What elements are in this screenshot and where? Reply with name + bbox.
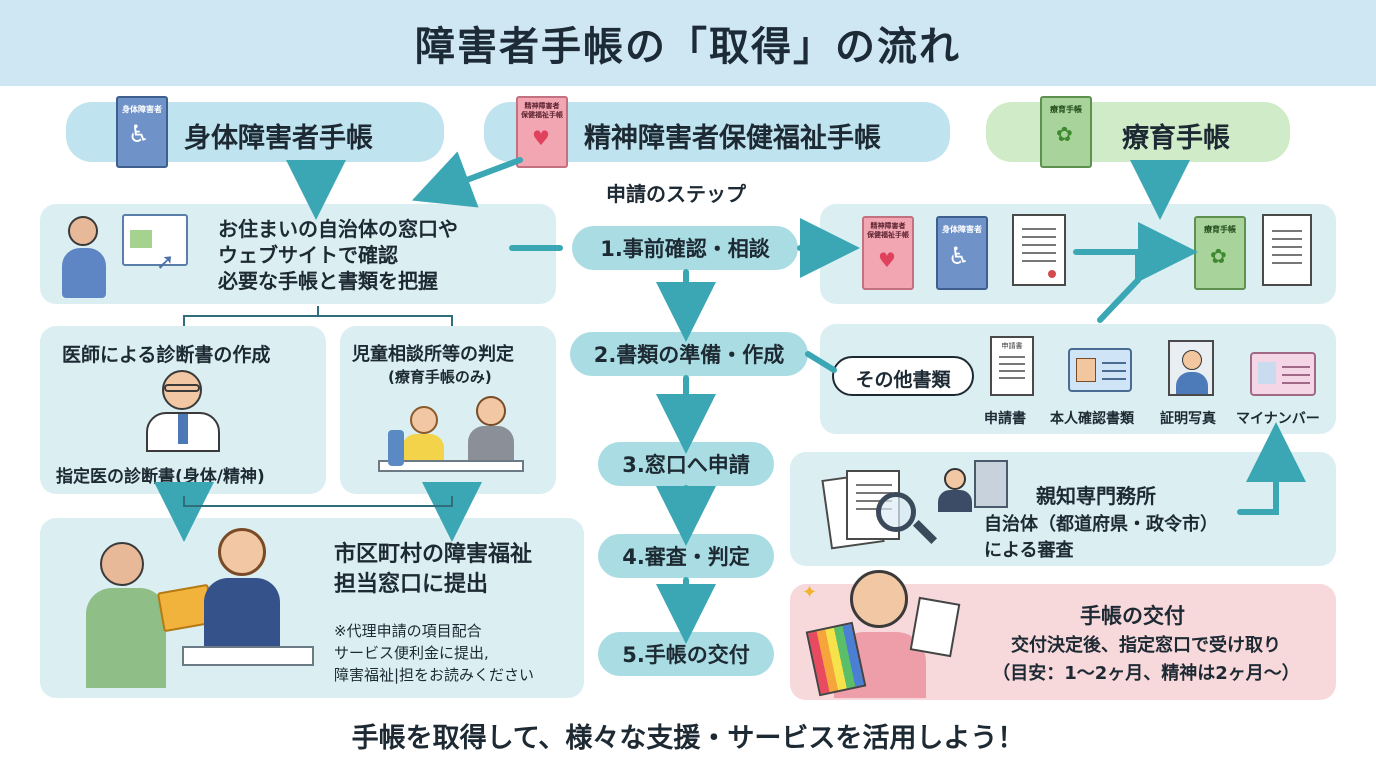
- person-computer-illustration: ➚: [60, 210, 196, 302]
- counseling-illustration: [368, 388, 534, 478]
- header-band: [0, 0, 1376, 86]
- document-icon: [1012, 214, 1066, 286]
- mental-card-mini-label: 精神障害者 保健福祉手帳: [521, 102, 563, 119]
- happy-person-illustration: ✦: [800, 566, 970, 700]
- monitor-icon: [122, 214, 188, 266]
- step-1: 1.事前確認・相談: [572, 226, 798, 270]
- submit-note-1: ※代理申請の項目配合: [334, 622, 482, 640]
- cursor-icon: ➚: [156, 250, 175, 275]
- physical-card-mini-label: 身体障害者: [122, 105, 162, 114]
- bracket-doctor-child-to-submit: [183, 496, 453, 507]
- check-text: お住まいの自治体の窓口や ウェブサイトで確認 必要な手帳と書類を把握: [218, 216, 458, 294]
- heart-icon: ♥: [878, 248, 896, 272]
- page-title: 障害者手帳の「取得」の流れ: [415, 24, 961, 70]
- submit-title: 市区町村の障害福祉 担当窓口に提出: [334, 540, 532, 600]
- bracket-check-to-doctor-child: [183, 315, 453, 326]
- check-line-2: ウェブサイトで確認: [218, 243, 398, 267]
- submit-title-line-2: 担当窓口に提出: [334, 572, 489, 597]
- ryoiku-card-label: 療育手帳: [1122, 123, 1230, 154]
- office-illustration: [936, 458, 1012, 514]
- businessman-icon: [944, 468, 966, 490]
- wheelchair-icon: ♿: [128, 120, 150, 148]
- step-4: 4.審査・判定: [598, 534, 774, 578]
- issue-text: 交付決定後、指定窓口で受け取り （目安：1〜2ヶ月、精神は2ヶ月〜）: [968, 632, 1324, 688]
- physical-card-label: 身体障害者手帳: [184, 123, 373, 154]
- submit-notes: ※代理申請の項目配合 サービス便利金に提出, 障害福祉|担をお読みください: [334, 620, 534, 686]
- magnifier-icon: [876, 492, 916, 532]
- submit-note-3: 障害福祉|担をお読みください: [334, 666, 535, 684]
- arrow-review-to-other-docs: [1237, 422, 1306, 515]
- arrow-mental-to-check: [411, 151, 523, 208]
- step-3: 3.窓口へ申請: [598, 442, 774, 486]
- document-icon-2: [1262, 214, 1312, 286]
- photo-icon: [1168, 340, 1214, 396]
- footer-message: 手帳を取得して、様々な支援・サービスを活用しよう！: [351, 723, 1025, 754]
- id-card-icon: [1068, 348, 1132, 392]
- review-line-1: 自治体（都道府県・政令市）: [984, 514, 1218, 535]
- people-icon: ✿: [1056, 122, 1073, 146]
- check-line-3: 必要な手帳と書類を把握: [218, 269, 438, 293]
- issue-line-2: （目安：1〜2ヶ月、精神は2ヶ月〜）: [992, 663, 1300, 684]
- arrow-other-docs-up: [1097, 249, 1141, 323]
- ryoiku-card-icon: 療育手帳 ✿: [1040, 96, 1092, 168]
- other-doc-photo: 証明写真: [1160, 411, 1216, 427]
- heart-icon: ♥: [532, 126, 550, 150]
- check-line-1: お住まいの自治体の窓口や: [218, 217, 458, 241]
- doctor-illustration: [140, 368, 230, 454]
- issue-line-1: 交付決定後、指定窓口で受け取り: [1011, 635, 1281, 656]
- mental-card-small: 精神障害者 保健福祉手帳 ♥: [862, 216, 914, 290]
- wheelchair-icon: ♿: [948, 242, 970, 270]
- other-doc-application: 申請書: [984, 411, 1026, 427]
- doctor-panel: [40, 326, 326, 494]
- other-doc-id: 本人確認書類: [1050, 411, 1134, 427]
- child-subtitle: (療育手帳のみ): [388, 368, 492, 386]
- mental-card-icon: 精神障害者 保健福祉手帳 ♥: [516, 96, 568, 168]
- physical-card-icon: 身体障害者 ♿: [116, 96, 168, 168]
- issue-title: 手帳の交付: [1080, 604, 1185, 628]
- papers-magnifier-illustration: [820, 462, 940, 558]
- review-text: 自治体（都道府県・政令市） による審査: [984, 512, 1218, 564]
- submit-note-2: サービス便利金に提出,: [334, 644, 489, 662]
- child-title: 児童相談所等の判定: [352, 344, 514, 365]
- step-5: 5.手帳の交付: [598, 632, 774, 676]
- people-icon: ✿: [1210, 244, 1227, 268]
- review-title: 親知専門務所: [1036, 484, 1156, 508]
- my-number-card-icon: [1250, 352, 1316, 396]
- counter-illustration: [82, 522, 322, 694]
- ryoiku-card-mini-label: 療育手帳: [1050, 105, 1082, 114]
- steps-heading: 申請のステップ: [606, 182, 746, 206]
- mental-card-label: 精神障害者保健福祉手帳: [584, 123, 881, 154]
- submit-title-line-1: 市区町村の障害福祉: [334, 542, 533, 567]
- physical-card-small: 身体障害者 ♿: [936, 216, 988, 290]
- ryoiku-card-pill: 療育手帳: [986, 102, 1290, 162]
- other-docs-pill: その他書類: [832, 356, 974, 396]
- review-line-2: による審査: [984, 540, 1074, 561]
- doctor-title: 医師による診断書の作成: [62, 344, 271, 366]
- building-icon: [974, 460, 1008, 508]
- application-form-icon: 申請書: [990, 336, 1034, 396]
- arrow-step2-to-other-docs: [805, 351, 837, 373]
